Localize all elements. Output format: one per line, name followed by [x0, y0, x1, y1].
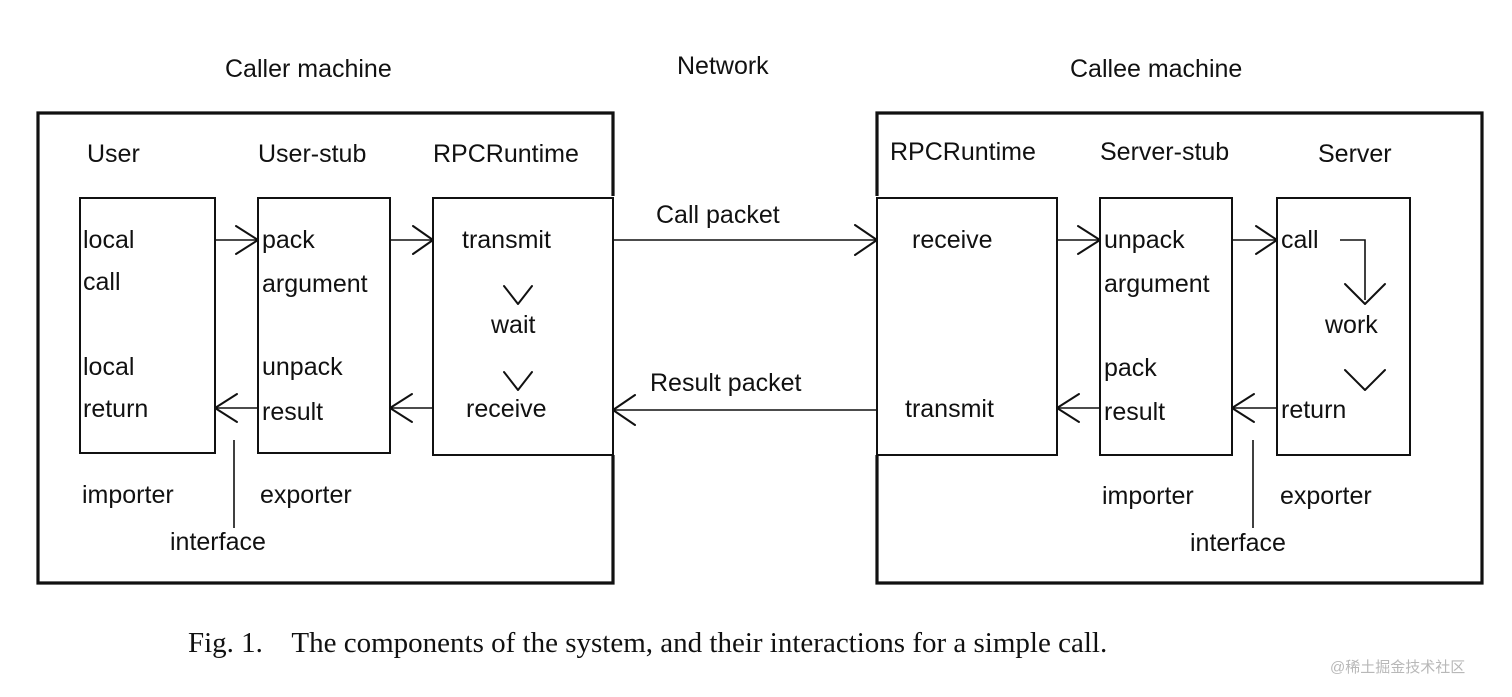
callee-runtime-box: [876, 197, 1058, 456]
arrow-runtime-to-stub: [389, 393, 433, 423]
caller-runtime-line: receive: [466, 395, 547, 423]
arrow-transmit-to-wait: [503, 285, 533, 305]
callee-runtime-title: RPCRuntime: [890, 138, 1036, 166]
arrow-wait-to-receive: [503, 371, 533, 391]
arrow-runtime-to-server-stub: [1057, 225, 1101, 255]
callee-interface-label: interface: [1190, 529, 1286, 557]
result-packet-arrow: [612, 394, 877, 426]
server-title: Server: [1318, 140, 1392, 168]
server-line: return: [1281, 396, 1346, 424]
user-stub-line: result: [262, 398, 323, 426]
user-role-label: importer: [82, 481, 174, 509]
callee-runtime-line: transmit: [905, 395, 994, 423]
callee-machine-label: Callee machine: [1070, 55, 1242, 83]
watermark: @稀土掘金技术社区: [1330, 659, 1465, 676]
server-role-label: exporter: [1280, 482, 1372, 510]
caller-interface-label: interface: [170, 528, 266, 556]
server-stub-line: pack: [1104, 354, 1157, 382]
call-packet-label: Call packet: [656, 201, 780, 229]
caller-machine-frame: [36, 111, 615, 585]
user-line: local: [83, 353, 134, 381]
arrow-user-to-stub: [215, 225, 259, 255]
arrow-stub-to-user: [214, 393, 258, 423]
call-packet-arrow: [613, 224, 878, 256]
server-stub-line: argument: [1104, 270, 1210, 298]
caller-runtime-title: RPCRuntime: [433, 140, 579, 168]
arrow-work-to-return: [1344, 369, 1386, 391]
user-stub-box: [257, 197, 391, 454]
arrow-server-stub-to-server: [1232, 225, 1278, 255]
arrow-server-stub-to-runtime: [1056, 393, 1100, 423]
caller-runtime-line: transmit: [462, 226, 551, 254]
user-stub-role-label: exporter: [260, 481, 352, 509]
server-stub-line: unpack: [1104, 226, 1185, 254]
network-label: Network: [677, 52, 769, 80]
server-stub-line: result: [1104, 398, 1165, 426]
caller-runtime-box: [432, 197, 614, 456]
user-stub-line: pack: [262, 226, 315, 254]
callee-runtime-line: receive: [912, 226, 993, 254]
user-line: call: [83, 268, 121, 296]
user-box: [79, 197, 216, 454]
server-line: call: [1281, 226, 1319, 254]
server-stub-role-label: importer: [1102, 482, 1194, 510]
result-packet-label: Result packet: [650, 369, 802, 397]
user-line: local: [83, 226, 134, 254]
user-title: User: [87, 140, 140, 168]
server-stub-title: Server-stub: [1100, 138, 1229, 166]
callee-machine-frame: [875, 111, 1484, 585]
figure-caption: Fig. 1. The components of the system, an…: [188, 627, 1107, 659]
arrow-call-to-work: [1340, 239, 1386, 305]
arrow-stub-to-runtime: [390, 225, 434, 255]
user-stub-line: argument: [262, 270, 368, 298]
server-stub-box: [1099, 197, 1233, 456]
caller-machine-label: Caller machine: [225, 55, 392, 83]
server-box: [1276, 197, 1411, 456]
user-line: return: [83, 395, 148, 423]
arrow-server-to-server-stub: [1231, 393, 1277, 423]
user-stub-title: User-stub: [258, 140, 366, 168]
caller-runtime-line: wait: [490, 311, 536, 339]
user-stub-line: unpack: [262, 353, 343, 381]
server-line: work: [1324, 311, 1378, 339]
